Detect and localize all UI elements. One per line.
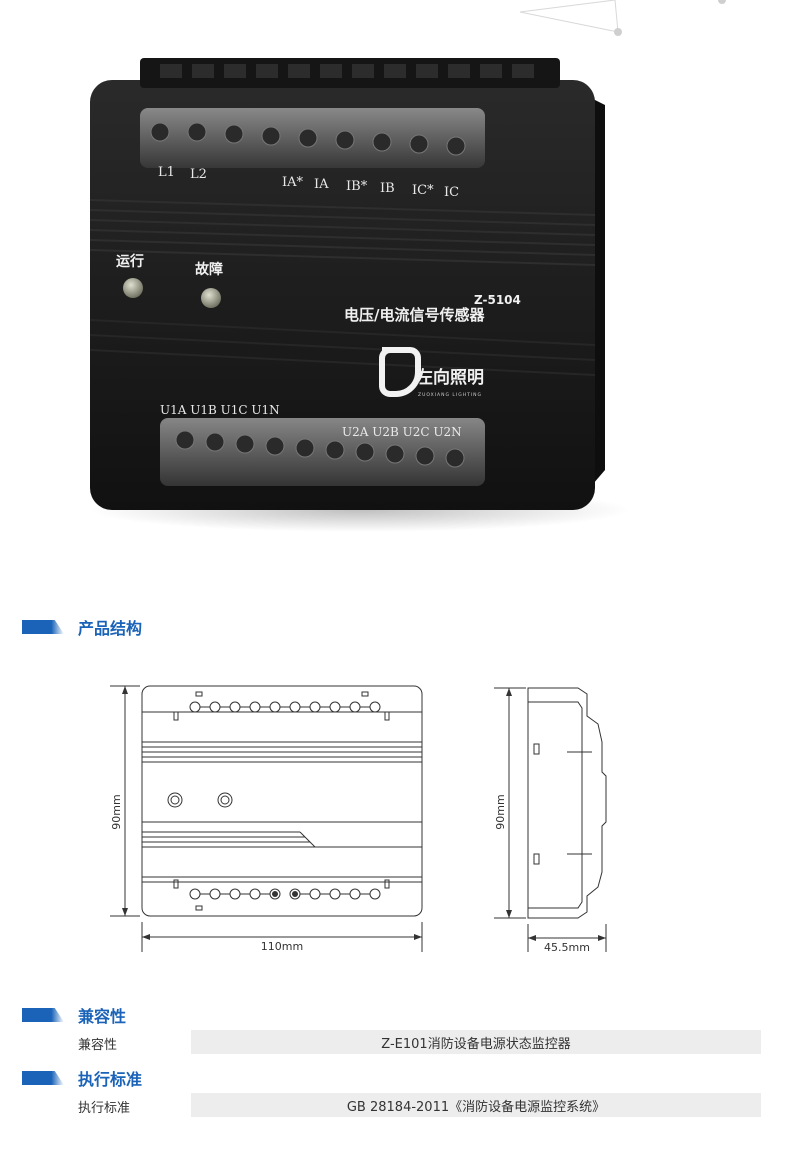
front-view-drawing: 90mm 110mm <box>110 685 423 953</box>
front-width-dimension: 110mm <box>261 940 303 953</box>
structure-section-header: 产品结构 <box>22 616 142 638</box>
brand-name: 左向照明 <box>416 367 484 388</box>
section-flag-icon <box>22 620 64 634</box>
product-name-label: 电压/电流信号传感器 <box>344 306 485 324</box>
terminal-label: IC <box>444 185 459 200</box>
compat-section-header: 兼容性 <box>22 1004 126 1026</box>
model-number: Z-5104 <box>474 293 521 307</box>
section-flag-icon <box>22 1071 64 1085</box>
device-photo <box>89 58 630 532</box>
compat-row-value: Z-E101消防设备电源状态监控器 <box>191 1030 761 1054</box>
fault-indicator-label: 故障 <box>195 261 223 278</box>
section-title: 产品结构 <box>78 619 143 638</box>
standard-row-label: 执行标准 <box>78 1101 131 1116</box>
terminal-label: IB <box>380 181 395 196</box>
standard-row-value: GB 28184-2011《消防设备电源监控系统》 <box>191 1093 761 1117</box>
side-height-dimension: 90mm <box>494 794 507 829</box>
fault-led <box>201 288 221 308</box>
terminal-label: L1 <box>158 165 175 180</box>
brand-subtitle: ZUOXIANG LIGHTING <box>418 392 482 398</box>
terminal-label: IA <box>314 177 329 192</box>
compat-row-label: 兼容性 <box>78 1038 118 1053</box>
bottom-terminals-left-label: U1A U1B U1C U1N <box>160 403 280 417</box>
section-title: 兼容性 <box>78 1007 127 1026</box>
run-led <box>123 278 143 298</box>
section-flag-icon <box>22 1008 64 1022</box>
side-depth-dimension: 45.5mm <box>544 941 590 954</box>
run-indicator-label: 运行 <box>116 253 144 270</box>
side-view-drawing: 90mm 45.5mm <box>494 687 607 954</box>
brand-logo-icon <box>379 347 421 397</box>
terminal-label: IA* <box>282 175 304 190</box>
bottom-terminals-right-label: U2A U2B U2C U2N <box>342 425 462 439</box>
terminal-label: IC* <box>412 183 434 198</box>
decorative-network-graphic <box>519 0 726 36</box>
terminal-label: IB* <box>346 179 368 194</box>
front-height-dimension: 90mm <box>110 794 123 829</box>
section-title: 执行标准 <box>78 1070 143 1089</box>
terminal-label: L2 <box>190 167 207 182</box>
standard-section-header: 执行标准 <box>22 1067 142 1089</box>
device-labels: L1 L2 IA* IA IB* IB IC* IC 运行 故障 Z-5104 … <box>116 165 521 439</box>
